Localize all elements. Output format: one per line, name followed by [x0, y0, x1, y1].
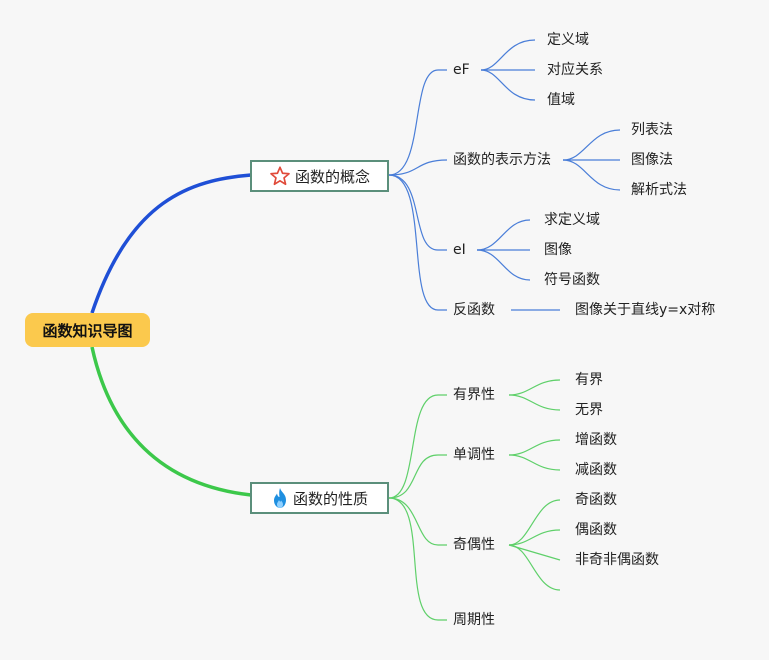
topic-property-label: 函数的性质: [292, 489, 368, 508]
leaf-range[interactable]: 值域: [547, 92, 575, 108]
subtopic-ei[interactable]: eI: [453, 242, 466, 258]
leaf-graph-method[interactable]: 图像法: [631, 152, 673, 168]
leaf-odd[interactable]: 奇函数: [575, 492, 617, 508]
subtopic-parity[interactable]: 奇偶性: [453, 537, 495, 553]
topic-property[interactable]: 函数的性质: [250, 482, 389, 514]
leaf-table-method[interactable]: 列表法: [631, 122, 673, 138]
root-label: 函数知识导图: [42, 321, 133, 340]
concept-connectors: [388, 39, 621, 311]
property-connectors: [388, 379, 561, 621]
leaf-unbounded[interactable]: 无界: [575, 402, 603, 418]
topic-concept[interactable]: 函数的概念: [250, 160, 389, 192]
leaf-bounded[interactable]: 有界: [575, 372, 603, 388]
property-main-branch: [90, 346, 252, 497]
leaf-increasing[interactable]: 增函数: [575, 432, 617, 448]
subtopic-boundedness[interactable]: 有界性: [453, 387, 495, 403]
subtopic-inverse[interactable]: 反函数: [453, 302, 495, 318]
leaf-neither[interactable]: 非奇非偶函数: [575, 552, 659, 568]
leaf-analytic-method[interactable]: 解析式法: [631, 182, 687, 198]
leaf-graph[interactable]: 图像: [544, 242, 572, 258]
subtopic-representation[interactable]: 函数的表示方法: [453, 152, 551, 168]
root-node[interactable]: 函数知识导图: [25, 313, 150, 347]
flame-icon: [273, 488, 286, 508]
leaf-decreasing[interactable]: 减函数: [575, 462, 617, 478]
leaf-even[interactable]: 偶函数: [575, 522, 617, 538]
leaf-domain[interactable]: 定义域: [547, 32, 589, 48]
subtopic-periodicity[interactable]: 周期性: [453, 612, 495, 628]
subtopic-monotonicity[interactable]: 单调性: [453, 447, 495, 463]
topic-concept-label: 函数的概念: [294, 167, 370, 186]
subtopic-ef[interactable]: eF: [453, 62, 470, 78]
concept-main-branch: [90, 173, 252, 314]
leaf-symmetry[interactable]: 图像关于直线y=x对称: [575, 302, 716, 318]
star-icon: [270, 166, 290, 186]
leaf-sign-function[interactable]: 符号函数: [544, 272, 600, 288]
leaf-correspondence[interactable]: 对应关系: [547, 62, 603, 78]
leaf-find-domain[interactable]: 求定义域: [544, 212, 600, 228]
